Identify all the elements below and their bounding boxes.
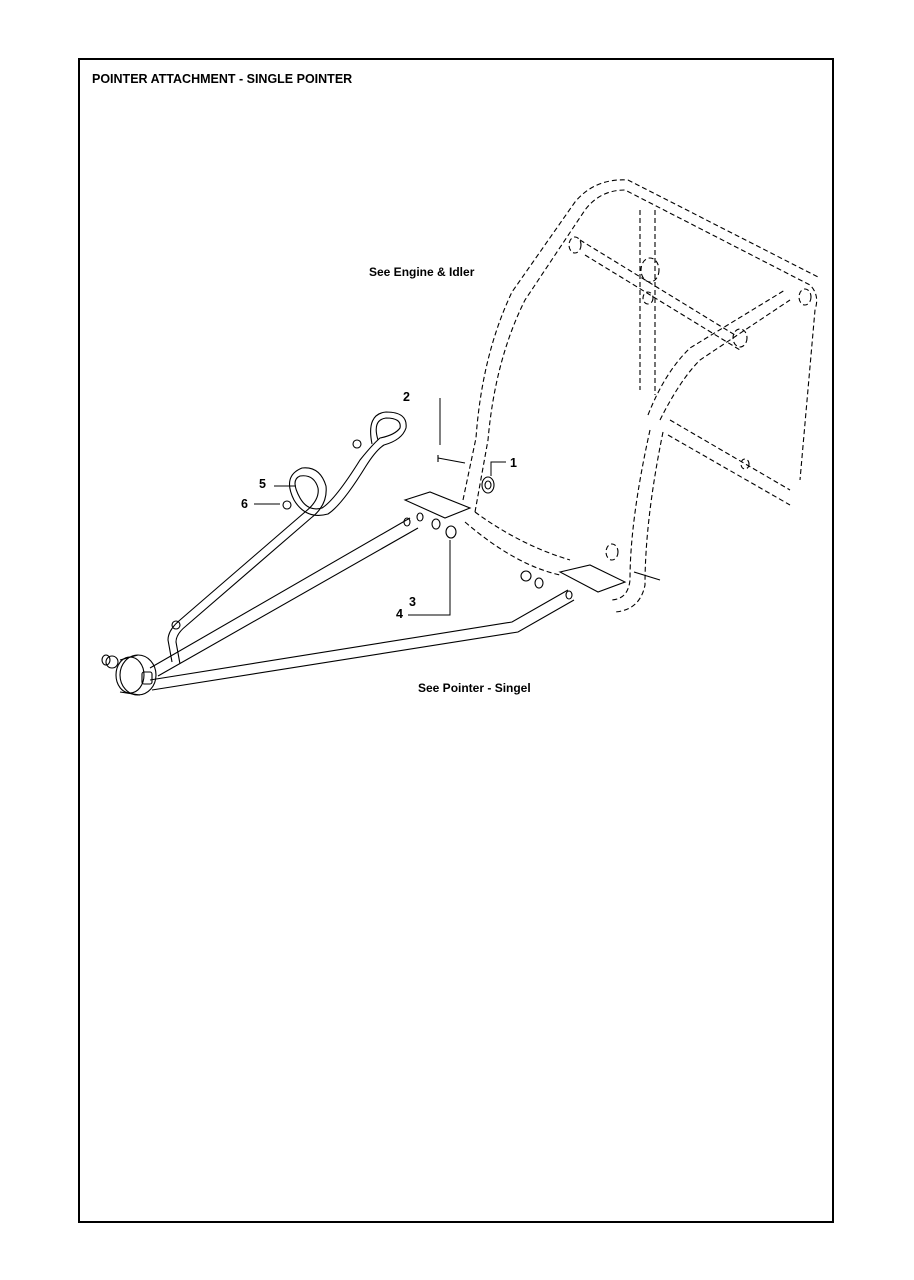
engine-frame-reference (462, 179, 821, 613)
callout-3: 3 (409, 595, 416, 609)
hardware-parts (171, 439, 661, 630)
cable-assembly (167, 411, 407, 665)
page-title: POINTER ATTACHMENT - SINGLE POINTER (92, 72, 353, 86)
drawing-frame (78, 58, 834, 1223)
callout-leaders (254, 398, 506, 616)
note-engine-idler: See Engine & Idler (369, 265, 475, 279)
callout-1: 1 (510, 456, 517, 470)
callout-6: 6 (241, 497, 248, 511)
note-pointer-singel: See Pointer - Singel (418, 681, 531, 695)
callout-2: 2 (403, 390, 410, 404)
callout-5: 5 (259, 477, 266, 491)
callout-4: 4 (396, 607, 403, 621)
pointer-arm (101, 491, 627, 696)
